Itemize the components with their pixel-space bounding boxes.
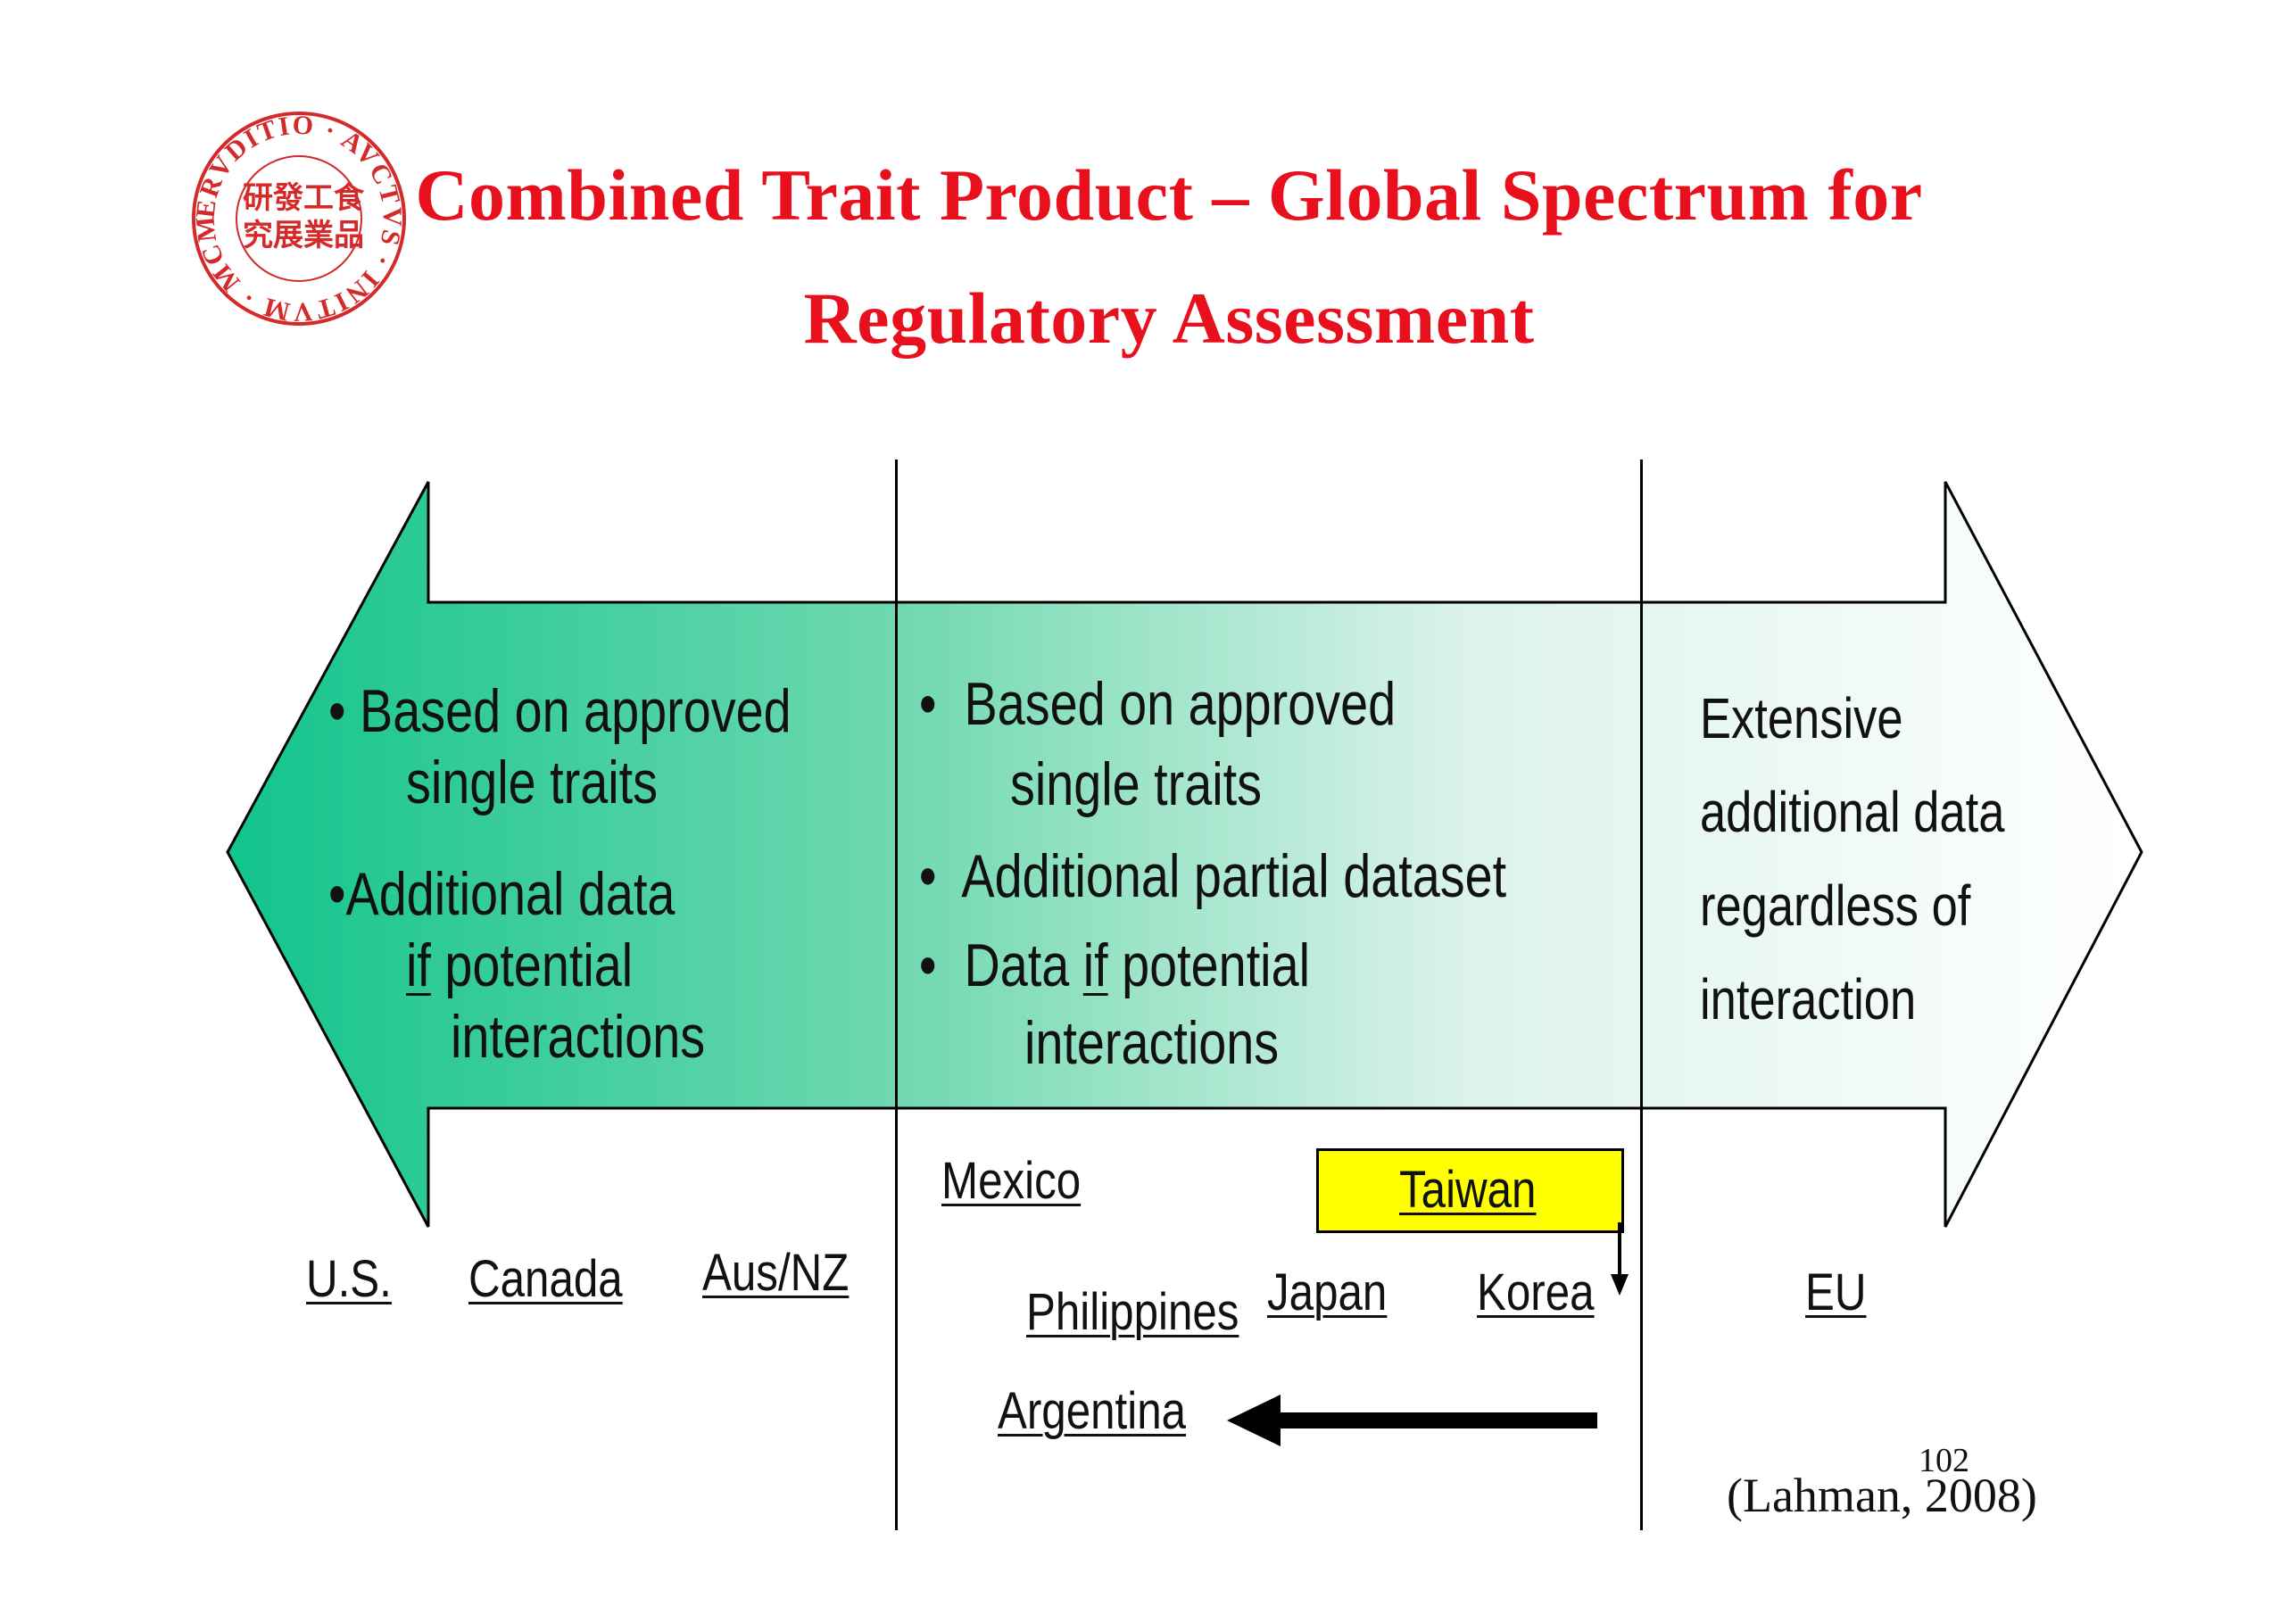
- svg-text:研: 研: [243, 180, 273, 216]
- taiwan-down-arrow-icon: [1611, 1222, 1629, 1296]
- middle-bullet-3-line2: interactions: [1024, 1009, 1280, 1077]
- middle-bullet-1: • Based on approved: [919, 670, 1397, 738]
- right-text-line4: interaction: [1700, 967, 1917, 1031]
- argentina-left-arrow-icon: [1227, 1395, 1597, 1446]
- middle-bullet-1-line2: single traits: [1010, 750, 1263, 818]
- middle-if-emphasis: if: [1082, 932, 1108, 999]
- country-canada: Canada: [468, 1250, 623, 1308]
- right-text-line2: additional data: [1700, 780, 2005, 844]
- svg-text:品: 品: [334, 218, 364, 253]
- country-philippines: Philippines: [1026, 1283, 1239, 1341]
- left-bullet-2: •Additional data: [328, 860, 676, 928]
- country-mexico: Mexico: [941, 1152, 1082, 1210]
- separator-left: [895, 460, 898, 1530]
- svg-text:食: 食: [334, 180, 365, 216]
- svg-text:業: 業: [303, 218, 334, 253]
- slide-title-line1: Combined Trait Product – Global Spectrum…: [415, 154, 1923, 236]
- svg-text:工: 工: [303, 180, 334, 216]
- middle-bullet-1-line1: Based on approved: [964, 670, 1397, 738]
- svg-text:究: 究: [243, 218, 273, 253]
- country-taiwan: Taiwan: [1399, 1161, 1537, 1219]
- separator-right: [1640, 460, 1643, 1530]
- country-eu: EU: [1805, 1263, 1867, 1321]
- middle-bullet-2: • Additional partial dataset: [919, 842, 1507, 910]
- left-bullet-2-line2: if potential: [406, 932, 633, 999]
- left-bullet-2-line2-rest: potential: [430, 932, 634, 999]
- country-us: U.S.: [306, 1250, 392, 1308]
- taiwan-highlight-box: [1316, 1148, 1624, 1233]
- middle-bullet-3-pre: Data: [964, 932, 1083, 999]
- svg-text:展: 展: [273, 218, 303, 253]
- middle-bullet-2-line1: Additional partial dataset: [961, 842, 1507, 910]
- middle-bullet-3-rest: potential: [1107, 932, 1310, 999]
- left-bullet-1-line1: Based on approved: [360, 677, 792, 745]
- left-bullet-1-line2: single traits: [406, 749, 659, 816]
- middle-bullet-3: • Data if potential: [919, 932, 1310, 999]
- left-bullet-2-line3: interactions: [451, 1003, 706, 1071]
- country-japan: Japan: [1267, 1263, 1388, 1321]
- left-bullet-1: • Based on approved: [328, 677, 792, 745]
- citation: (Lahman, 2008): [1727, 1469, 2037, 1522]
- institute-seal-logo: ERVDITIO · AVCTVS · INITVM · MCMLXV · 研發…: [187, 103, 406, 327]
- country-korea: Korea: [1477, 1263, 1595, 1321]
- slide-title-line2: Regulatory Assessment: [803, 277, 1535, 359]
- left-bullet-2-line1: Additional data: [345, 860, 676, 928]
- right-text-line1: Extensive: [1700, 686, 1903, 750]
- country-ausnz: Aus/NZ: [702, 1244, 850, 1302]
- country-argentina: Argentina: [998, 1382, 1187, 1440]
- svg-text:發: 發: [272, 180, 303, 216]
- page-number: 102: [1919, 1442, 1969, 1479]
- left-if-emphasis: if: [406, 932, 431, 999]
- right-text-line3: regardless of: [1700, 874, 1971, 938]
